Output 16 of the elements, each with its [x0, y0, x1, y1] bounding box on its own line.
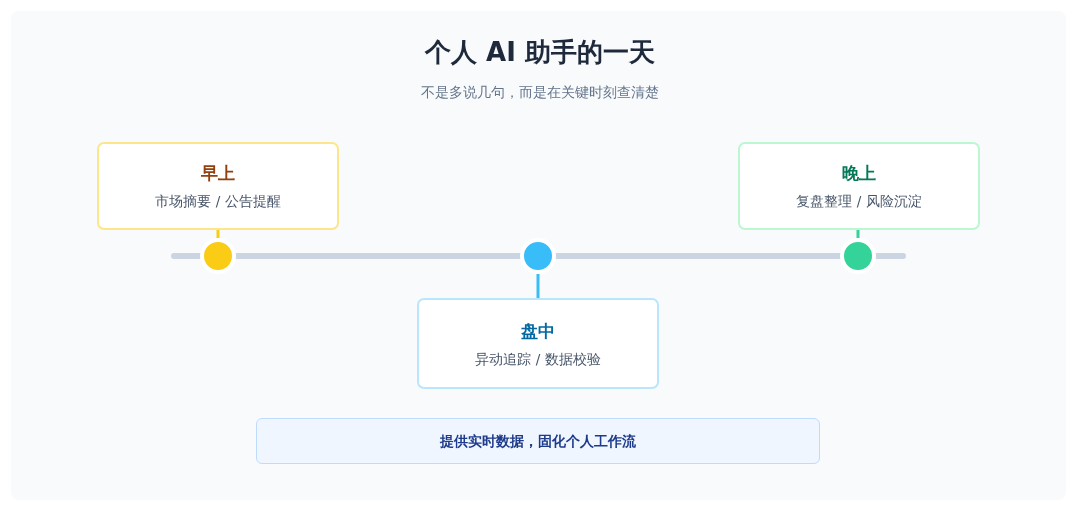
- connector-line: [536, 274, 540, 298]
- time-card: [417, 298, 659, 389]
- connector-line: [856, 230, 860, 238]
- card-title: 早上: [201, 162, 235, 185]
- card-title: 盘中: [521, 319, 555, 343]
- subtitle: 不是多说几句，而是在关键时刻查清楚: [421, 83, 659, 102]
- time-card: [738, 142, 980, 230]
- connector-line: [216, 230, 220, 238]
- card-description: 市场摘要 / 公告提醒: [155, 192, 281, 211]
- title: 个人 AI 助手的一天: [425, 36, 655, 69]
- banner-text: 提供实时数据，固化个人工作流: [440, 432, 636, 451]
- summary-banner: [256, 418, 820, 464]
- card-description: 复盘整理 / 风险沉淀: [796, 192, 922, 211]
- card-title: 晚上: [842, 162, 876, 185]
- time-card: [97, 142, 339, 230]
- card-description: 异动追踪 / 数据校验: [475, 349, 601, 369]
